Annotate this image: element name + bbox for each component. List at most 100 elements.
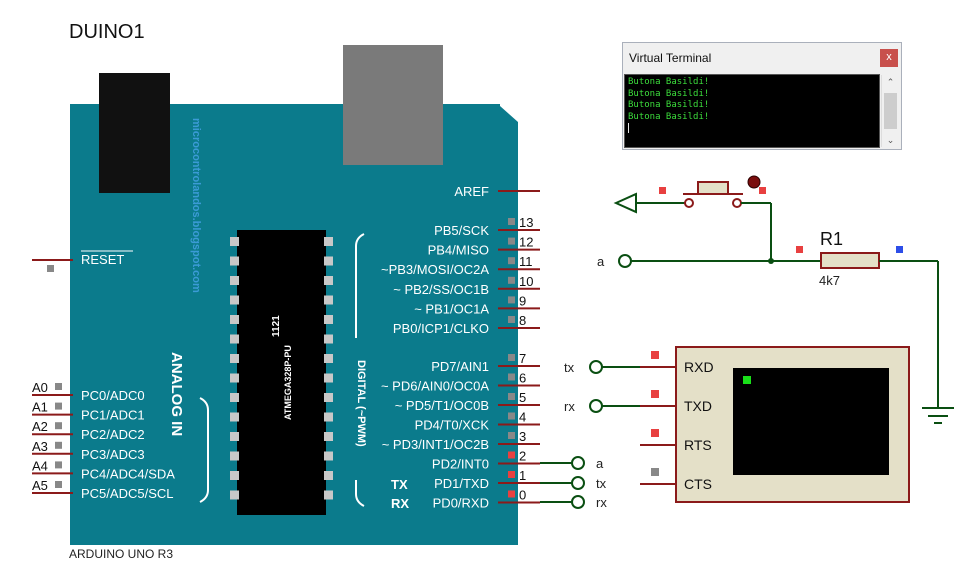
analog-pin-marker bbox=[55, 441, 62, 449]
digital-pwm-label: DIGITAL (~PWM) bbox=[355, 360, 367, 447]
chip-pin bbox=[230, 412, 239, 422]
terminal-line: Butona Basildi! bbox=[628, 111, 710, 122]
digital-pin-marker bbox=[508, 276, 515, 284]
close-button[interactable]: x bbox=[880, 49, 898, 67]
analog-pin-marker bbox=[55, 422, 62, 430]
chip-pin bbox=[324, 412, 333, 422]
net-terminal-pin0[interactable] bbox=[571, 495, 585, 509]
net-label-pin2: a bbox=[596, 456, 604, 471]
watermark-text: microcontrolandos.blogspot.com bbox=[190, 118, 202, 293]
resistor-value: 4k7 bbox=[819, 273, 840, 288]
chip-pin bbox=[230, 334, 239, 344]
tx-mark: TX bbox=[391, 477, 408, 492]
digital-pin-marker bbox=[508, 257, 515, 265]
analog-pin-name: PC0/ADC0 bbox=[81, 388, 145, 403]
digital-pin-marker bbox=[508, 490, 515, 498]
terminal-pin-label: CTS bbox=[684, 476, 712, 492]
net-label-pin0: rx bbox=[596, 495, 607, 510]
digital-pin-name: ~PB3/MOSI/OC2A bbox=[381, 262, 489, 277]
analog-pin-name: PC3/ADC3 bbox=[81, 447, 145, 462]
digital-pin-number: 11 bbox=[519, 254, 533, 269]
digital-pin-number: 9 bbox=[519, 293, 526, 308]
net-terminal-pin2[interactable] bbox=[571, 456, 585, 470]
digital-pin-marker bbox=[508, 471, 515, 478]
vertical-scrollbar[interactable]: ⌃ ⌄ bbox=[881, 75, 899, 147]
digital-pin-number: 7 bbox=[519, 351, 526, 366]
power-jack bbox=[99, 73, 170, 193]
analog-pin-name: PC1/ADC1 bbox=[81, 408, 145, 423]
digital-pin-number: 13 bbox=[519, 215, 533, 230]
scroll-down-icon[interactable]: ⌄ bbox=[886, 135, 895, 145]
virtual-terminal-indicator bbox=[743, 376, 751, 384]
digital-pin-number: 10 bbox=[519, 274, 533, 289]
digital-pin-marker bbox=[508, 354, 515, 361]
resistor-pin-marker-left bbox=[796, 246, 803, 253]
chip-pin bbox=[230, 315, 239, 324]
digital-pin-name: PD4/T0/XCK bbox=[415, 418, 490, 433]
terminal-pin-marker bbox=[651, 390, 659, 398]
chip-pin bbox=[230, 373, 239, 383]
push-button-actuator[interactable] bbox=[747, 175, 761, 189]
chip-pin bbox=[324, 354, 333, 363]
digital-pin-marker bbox=[508, 373, 515, 381]
chip-pin bbox=[324, 276, 333, 285]
chip-pin bbox=[324, 334, 333, 344]
virtual-terminal-title: Virtual Terminal bbox=[629, 51, 712, 65]
chip-pin bbox=[230, 393, 239, 402]
analog-pin-marker bbox=[55, 383, 62, 390]
analog-pin-number: A2 bbox=[32, 419, 48, 434]
digital-pin-marker bbox=[508, 218, 515, 225]
virtual-terminal-window[interactable]: Virtual Terminal x Butona Basildi! Buton… bbox=[622, 42, 902, 150]
analog-pin-name: PC5/ADC5/SCL bbox=[81, 486, 173, 501]
digital-pin-name: PB0/ICP1/CLKO bbox=[393, 321, 489, 336]
net-label-resistor: a bbox=[597, 254, 605, 269]
net-label-pin1: tx bbox=[596, 476, 607, 491]
analog-pin-marker bbox=[55, 402, 62, 410]
net-terminal-resistor[interactable] bbox=[618, 254, 632, 268]
resistor-name: R1 bbox=[820, 229, 843, 249]
net-terminal-rxd[interactable] bbox=[589, 360, 603, 374]
digital-bracket-top bbox=[355, 233, 365, 338]
scroll-up-icon[interactable]: ⌃ bbox=[886, 77, 895, 87]
chip-pin bbox=[324, 237, 333, 246]
digital-pin-name: ~ PD5/T1/OC0B bbox=[395, 398, 489, 413]
button-contact-right bbox=[732, 198, 742, 208]
analog-pin-number: A5 bbox=[32, 478, 48, 493]
digital-pin-name: PD7/AIN1 bbox=[431, 359, 489, 374]
digital-pin-marker bbox=[508, 296, 515, 304]
chip-pin bbox=[324, 373, 333, 383]
text-cursor bbox=[628, 123, 629, 133]
reset-pin-marker bbox=[47, 265, 54, 272]
chip-pin bbox=[324, 432, 333, 441]
chip-pin bbox=[230, 256, 239, 266]
terminal-line: Butona Basildi! bbox=[628, 100, 710, 110]
digital-pin-marker bbox=[508, 393, 515, 400]
chip-pin bbox=[230, 471, 239, 480]
virtual-terminal-output[interactable]: Butona Basildi! Butona Basildi! Butona B… bbox=[624, 74, 880, 148]
terminal-pin-marker bbox=[651, 351, 659, 359]
digital-pin-name: PB5/SCK bbox=[434, 223, 489, 238]
resistor-r1-body[interactable] bbox=[820, 252, 880, 269]
board-title: DUINO1 bbox=[69, 21, 145, 43]
digital-pin-number: 1 bbox=[519, 468, 526, 483]
digital-pin-name: PD0/RXD bbox=[433, 496, 489, 511]
terminal-pin-label: RXD bbox=[684, 359, 714, 375]
digital-pin-marker bbox=[508, 237, 515, 245]
push-button-cap[interactable] bbox=[697, 181, 729, 195]
digital-pin-name: PD2/INT0 bbox=[432, 457, 489, 472]
digital-pin-number: 3 bbox=[519, 429, 526, 444]
resistor-pin-marker-right bbox=[896, 246, 903, 253]
net-terminal-txd[interactable] bbox=[589, 399, 603, 413]
digital-pin-number: 12 bbox=[519, 235, 533, 250]
terminal-pin-label: RTS bbox=[684, 437, 712, 453]
chip-pin bbox=[324, 451, 333, 461]
analog-pin-number: A0 bbox=[32, 380, 48, 395]
virtual-terminal-display bbox=[733, 368, 889, 475]
chip-pin bbox=[230, 276, 239, 285]
analog-pin-number: A3 bbox=[32, 439, 48, 454]
net-terminal-pin1[interactable] bbox=[571, 476, 585, 490]
chip-label-line1: 1121 bbox=[271, 315, 282, 337]
usb-connector bbox=[343, 45, 443, 165]
scroll-thumb[interactable] bbox=[884, 93, 897, 129]
